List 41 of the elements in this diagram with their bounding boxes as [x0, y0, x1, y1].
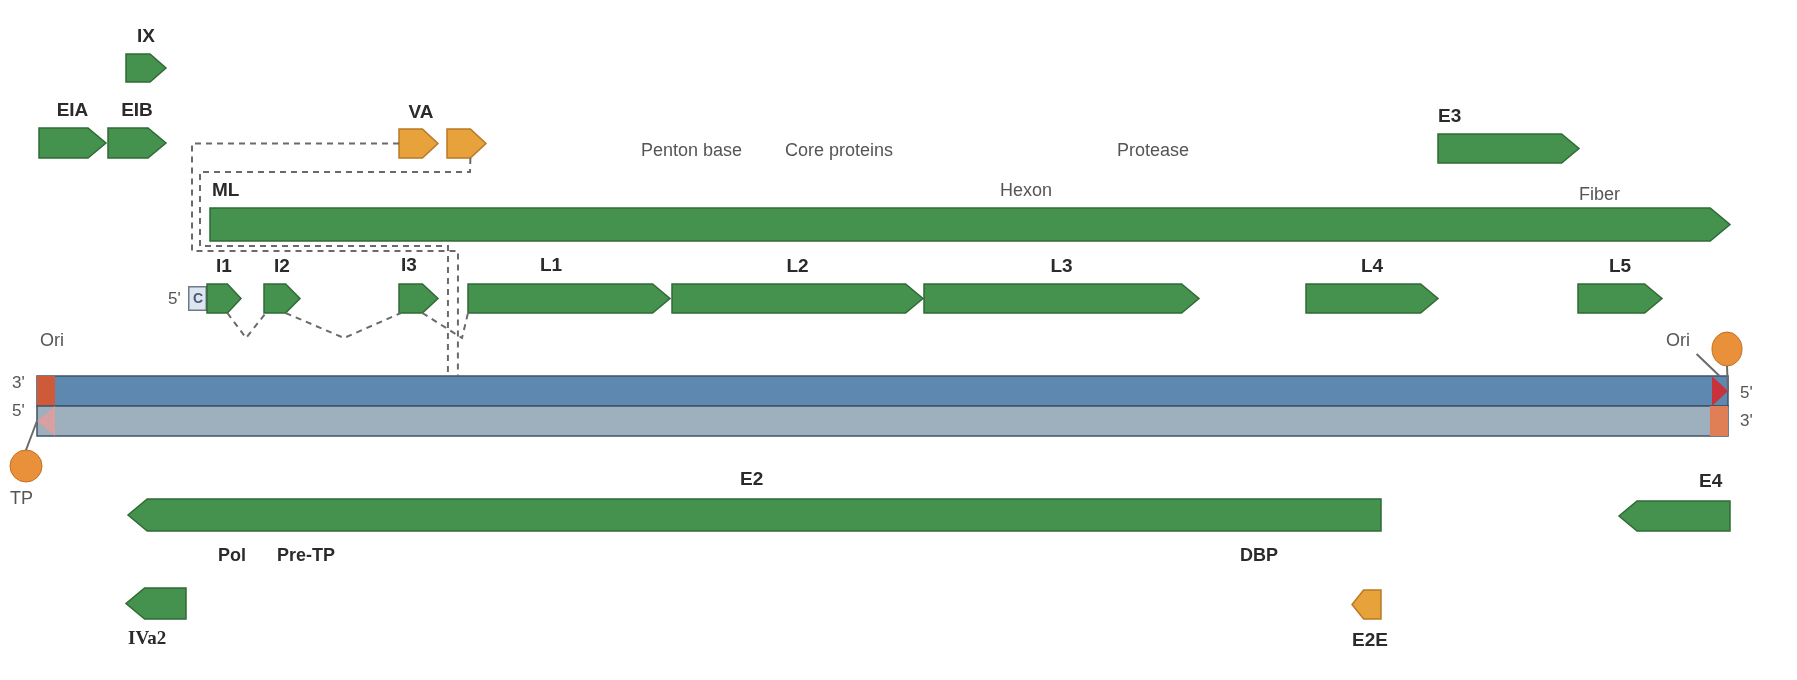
- gene-label: ML: [212, 180, 240, 200]
- gene-label: L5: [1608, 256, 1632, 276]
- gene-label: TP: [10, 488, 33, 508]
- gene-label: L1: [540, 255, 563, 275]
- cap-label: C: [193, 289, 204, 308]
- strand-end-label: 3': [1740, 410, 1753, 431]
- gene-label: EIA: [56, 100, 89, 120]
- gene-label: L2: [786, 256, 809, 276]
- origin-label: Ori: [40, 330, 64, 351]
- gene-label: L3: [1050, 256, 1073, 276]
- protein-label: DBP: [1240, 545, 1278, 566]
- gene-label: E2: [740, 469, 764, 489]
- splice-line: [284, 312, 402, 340]
- gene-label: E3: [1438, 106, 1462, 126]
- gene-label: I3: [401, 255, 417, 275]
- splice-line: [421, 312, 469, 340]
- leader-line: [1726, 365, 1729, 392]
- origin-label: Ori: [1666, 330, 1690, 350]
- protein-label: Hexon: [1000, 180, 1054, 201]
- leader-line: [1695, 353, 1721, 377]
- gene-label: IX: [137, 26, 155, 46]
- protein-label: Pre-TP: [277, 545, 336, 566]
- gene-label: VA: [408, 102, 434, 122]
- gene-label: I1: [216, 256, 232, 276]
- gene-label: I2: [274, 256, 290, 276]
- strand-end-label: 5': [168, 288, 181, 309]
- protein-label: Core proteins: [785, 140, 895, 161]
- protein-label: Protease: [1117, 140, 1190, 161]
- protein-label: Pol: [218, 545, 246, 566]
- strand-end-label: 5': [12, 400, 25, 421]
- protein-label: Penton base: [641, 140, 744, 161]
- splice-line: [226, 312, 267, 340]
- gene-label: EIB: [121, 100, 153, 120]
- leader-line: [25, 420, 38, 451]
- gene-label: IVa2: [128, 628, 167, 648]
- gene-label: E2E: [1352, 630, 1388, 650]
- protein-label: Fiber: [1579, 184, 1620, 205]
- gene-label: L4: [1360, 256, 1384, 276]
- gene-label: E4: [1699, 471, 1723, 491]
- strand-end-label: 3': [12, 372, 25, 393]
- strand-end-label: 5': [1740, 382, 1753, 403]
